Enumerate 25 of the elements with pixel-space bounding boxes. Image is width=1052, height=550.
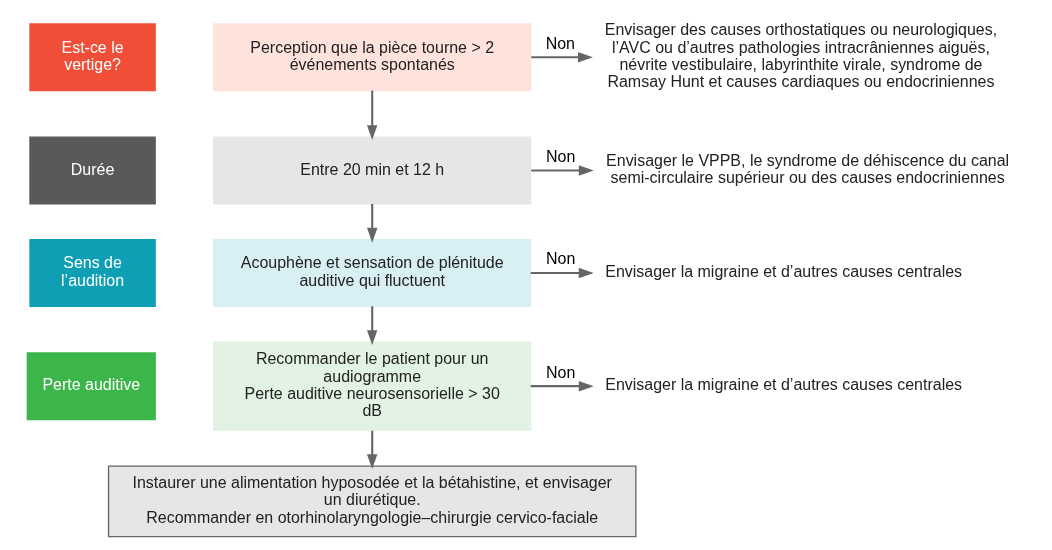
node-text: Envisager la migraine et d’autres causes centrales (605, 376, 963, 394)
arrow (531, 52, 593, 63)
node-text: Envisager des causes orthostatiques ou neurologiques, l’AVC ou d’autres pathologies intracrâniennes aiguës, névrite vestibulaire, labyrinthite virale, syndrome de Ramsay Hunt et causes cardiaques ou endocriniennes (604, 21, 998, 91)
node-box: Acouphène et sensation de plénitude auditive qui fluctuent (213, 239, 532, 307)
node-box: Durée (29, 136, 156, 205)
edge-label: Non (545, 250, 576, 268)
arrow (531, 165, 594, 176)
edge-label: Non (545, 147, 576, 165)
node-box: Perception que la pièce tourne > 2 événements spontanés (213, 23, 532, 92)
node-box: Sens de l’audition (29, 239, 156, 307)
arrow (366, 90, 378, 141)
arrow (530, 267, 594, 279)
arrow (366, 430, 378, 470)
arrow (366, 203, 378, 243)
node-box: Recommander le patient pour un audiogramme Perte auditive neurosensorielle > 30 dB (213, 341, 532, 431)
node-box: Entre 20 min et 12 h (213, 136, 532, 205)
node-box: Perte auditive (26, 352, 156, 421)
edge-label: Non (545, 34, 575, 52)
node-text: Envisager la migraine et d’autres causes centrales (605, 263, 963, 281)
arrow (366, 306, 378, 346)
edge-label: Non (545, 363, 576, 381)
node-box: Instaurer une alimentation hyposodée et la bétahistine, et envisager un diurétique. Recommander en otorhinolaryngologie–chirurgie cervico-faciale (107, 465, 637, 538)
node-box: Est-ce le vertige? (29, 23, 156, 92)
arrow (530, 380, 594, 392)
node-text: Envisager le VPPB, le syndrome de déhiscence du canal semi-circulaire supérieur ou des causes endocriniennes (606, 151, 1010, 187)
